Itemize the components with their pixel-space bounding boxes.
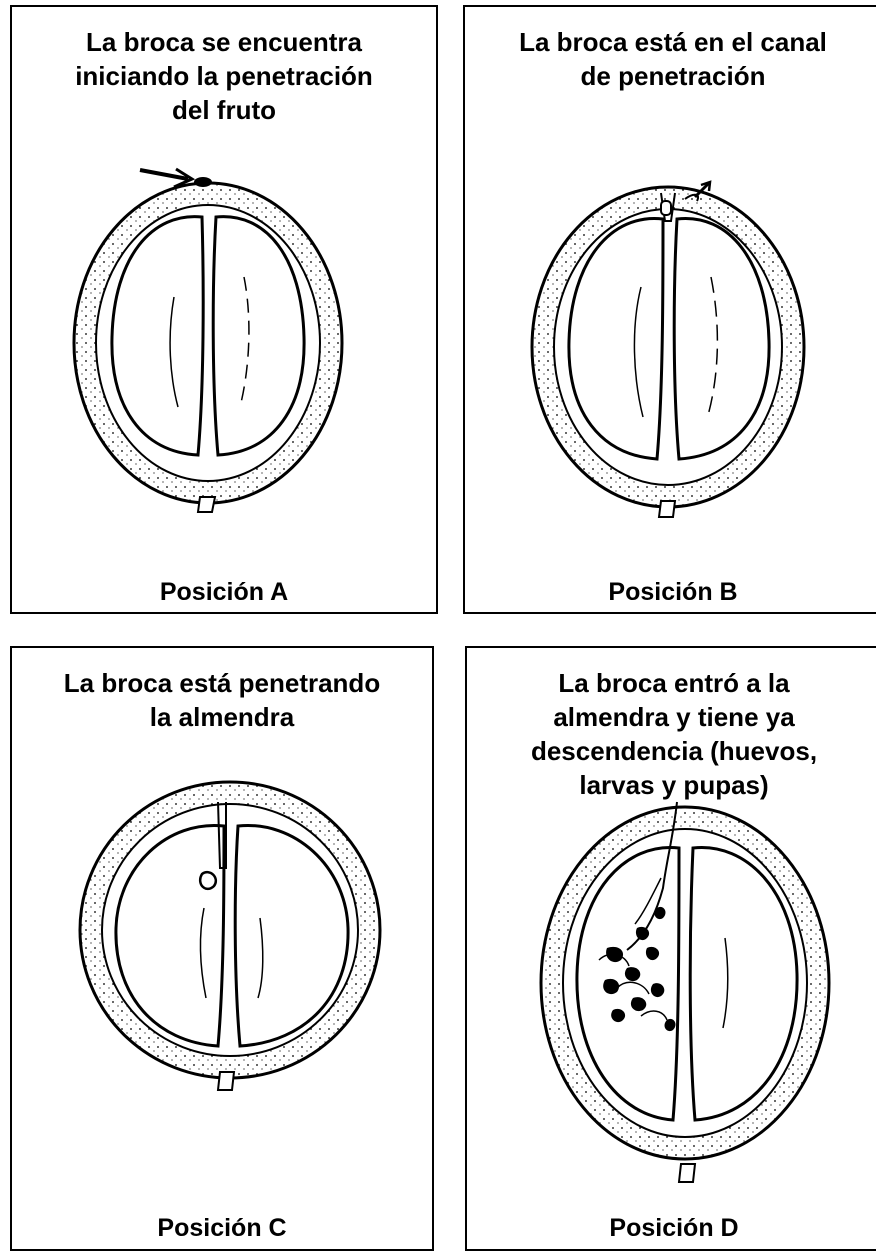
panel-a-position-label: Posición A [12,577,436,607]
panel-b-position-label: Posición B [465,577,876,607]
panel-position-b: La broca está en el canal de penetración… [463,5,876,614]
panel-position-d: La broca entró a la almendra y tiene ya … [465,646,876,1251]
coffee-fruit-b-illustration [465,7,876,616]
panel-c-position-label: Posición C [12,1213,432,1243]
panel-d-position-label: Posición D [467,1213,876,1243]
panel-position-c: La broca está penetrando la almendra Pos… [10,646,434,1251]
coffee-fruit-c-illustration [12,648,436,1253]
panel-position-a: La broca se encuentra iniciando la penet… [10,5,438,614]
coffee-fruit-d-illustration [467,648,876,1253]
coffee-fruit-a-illustration [12,7,440,616]
